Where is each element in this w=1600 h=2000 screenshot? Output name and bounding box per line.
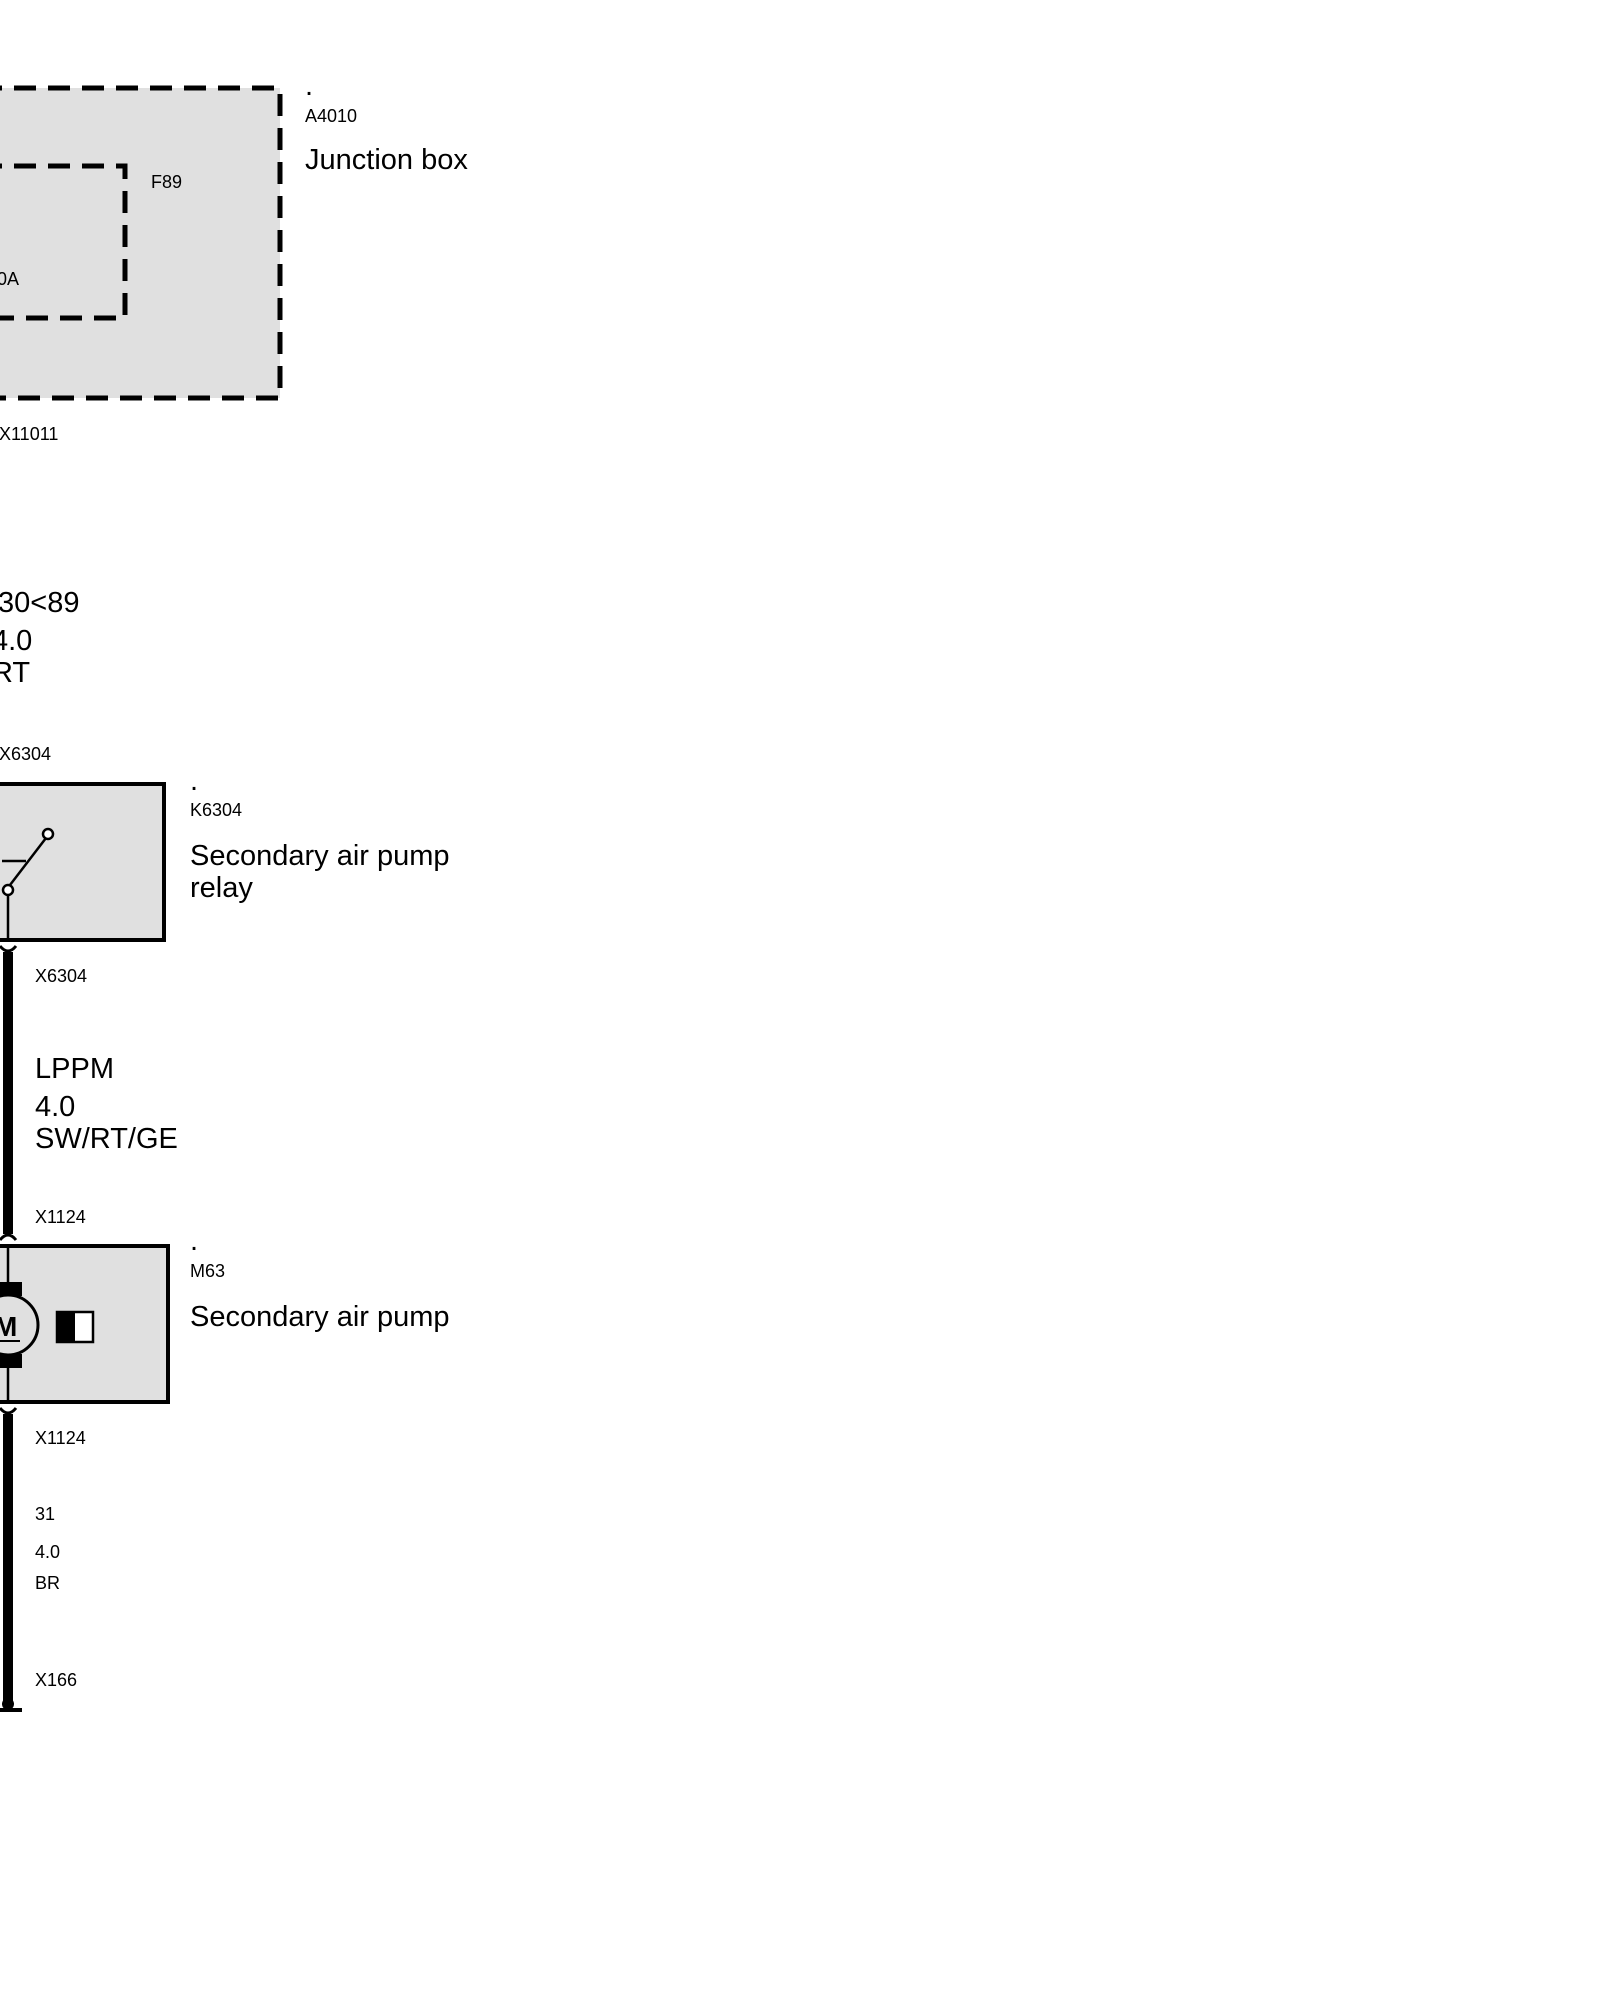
- wire-1-circuit: 30<89: [0, 587, 79, 619]
- pump-connector-bottom: X1124: [35, 1428, 86, 1448]
- pump-symbol-icon: [55, 1310, 95, 1344]
- wire-2-color: SW/RT/GE: [35, 1123, 178, 1155]
- wire-3-gauge: 4.0: [35, 1542, 60, 1562]
- pump-dot: .: [190, 1225, 198, 1257]
- wire-3: [0, 1407, 18, 1704]
- pump-name: Secondary air pump: [190, 1301, 450, 1333]
- relay-name-line1: Secondary air pump: [190, 840, 450, 872]
- motor-icon: M: [0, 1246, 40, 1402]
- pump-id: M63: [190, 1261, 225, 1281]
- relay-dot: .: [190, 765, 198, 797]
- junction-box-outline: [0, 85, 283, 401]
- wire-3-color: BR: [35, 1573, 60, 1593]
- wire-1-gauge: 4.0: [0, 625, 32, 657]
- junction-box-id: A4010: [305, 106, 357, 126]
- junction-box-dot: .: [305, 70, 313, 102]
- wire-2-gauge: 4.0: [35, 1091, 75, 1123]
- wire-3-circuit: 31: [35, 1504, 55, 1524]
- relay-connector-bottom: X6304: [35, 966, 87, 986]
- relay-name-line2: relay: [190, 872, 253, 904]
- junction-box-name: Junction box: [305, 144, 468, 176]
- junction-box-connector: X11011: [0, 424, 58, 444]
- wire-2: [0, 945, 18, 1241]
- fuse-outline: [0, 163, 128, 321]
- ground-connector: X166: [35, 1670, 77, 1690]
- fuse-rating: 40A: [0, 269, 19, 289]
- relay-switch-icon: [1, 827, 55, 940]
- ground-icon: [0, 1698, 22, 1712]
- pump-connector-top: X1124: [35, 1207, 86, 1227]
- relay-connector-top: X6304: [0, 744, 51, 764]
- fuse-id: F89: [151, 172, 182, 192]
- motor-symbol: M: [0, 1311, 17, 1342]
- wire-2-circuit: LPPM: [35, 1053, 114, 1085]
- relay-id: K6304: [190, 800, 242, 820]
- wire-1-color: RT: [0, 657, 30, 689]
